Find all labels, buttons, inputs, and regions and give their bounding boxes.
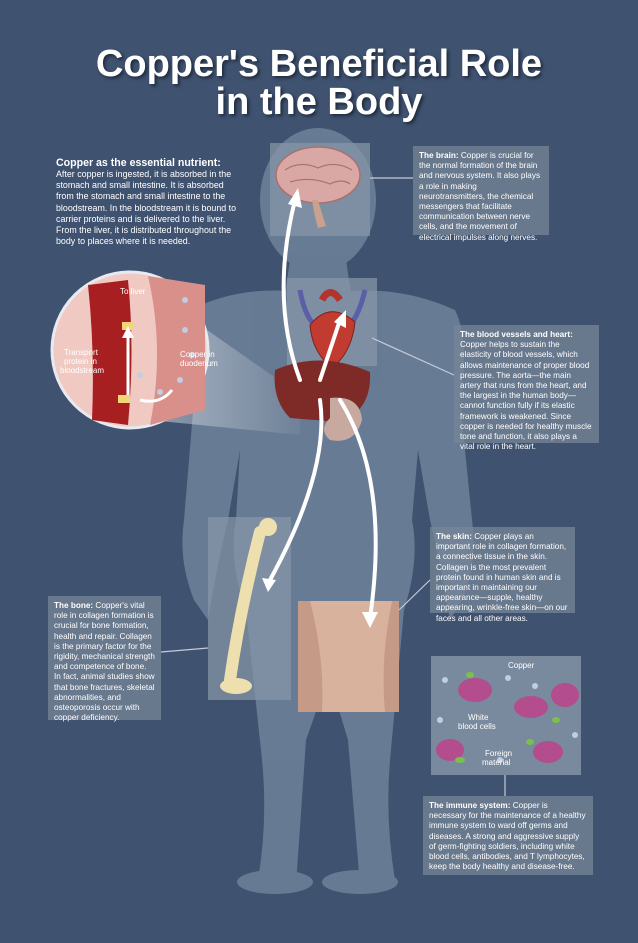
white-blood-cells-icon: Copper White blood cells Foreign materia… xyxy=(436,661,579,767)
bone-panel: The bone: Copper's vital role in collage… xyxy=(48,596,161,723)
heart-text: Copper helps to sustain the elasticity o… xyxy=(460,340,592,452)
skin-text: Copper plays an important role in collag… xyxy=(436,532,568,623)
intro-text: After copper is ingested, it is absorbed… xyxy=(56,169,237,247)
immune-panel: The immune system: Copper is necessary f… xyxy=(423,796,593,875)
intro-panel: Copper as the essential nutrient: After … xyxy=(56,157,239,247)
foreign-label-line1: Foreign xyxy=(485,749,512,758)
arrow-heads xyxy=(262,188,378,628)
brain-panel: The brain: Copper is crucial for the nor… xyxy=(413,146,549,242)
title-line2: in the Body xyxy=(215,81,423,123)
distribution-arrows xyxy=(268,198,378,620)
copper-in-label-line1: Copper in xyxy=(180,350,215,359)
heart-heading: The blood vessels and heart: xyxy=(460,330,573,339)
to-liver-label: To liver xyxy=(120,287,146,296)
bone-heading: The bone: xyxy=(54,601,94,610)
brain-icon xyxy=(275,146,361,228)
immune-heading: The immune system: xyxy=(429,801,511,810)
transport-label-line2: protein in xyxy=(64,357,97,366)
femur-icon xyxy=(220,518,277,694)
bone-image-box xyxy=(208,517,291,700)
copper-label: Copper xyxy=(508,661,535,670)
heart-panel: The blood vessels and heart: Copper help… xyxy=(454,325,599,451)
immune-text: Copper is necessary for the maintenance … xyxy=(429,801,586,872)
brain-heading: The brain: xyxy=(419,151,459,160)
copper-in-label-line2: duodenum xyxy=(180,359,218,368)
title-line1: Copper's Beneficial Role xyxy=(95,43,543,85)
transport-label-line1: Transport xyxy=(64,348,99,357)
duodenum-magnifier: To liver Transport protein in bloodstrea… xyxy=(50,270,218,430)
bone-text: Copper's vital role in collagen formatio… xyxy=(54,601,155,723)
intro-heading: Copper as the essential nutrient: xyxy=(56,157,221,169)
connector-lines xyxy=(160,177,506,796)
knee-icon xyxy=(310,601,392,712)
brain-text: Copper is crucial for the normal formati… xyxy=(419,151,541,242)
foreign-label-line2: material xyxy=(482,758,511,767)
white-label-line1: White xyxy=(468,713,489,722)
white-label-line2: blood cells xyxy=(458,722,496,731)
transport-label-line3: bloodstream xyxy=(60,366,104,375)
skin-heading: The skin: xyxy=(436,532,472,541)
skin-panel: The skin: Copper plays an important role… xyxy=(430,527,575,623)
